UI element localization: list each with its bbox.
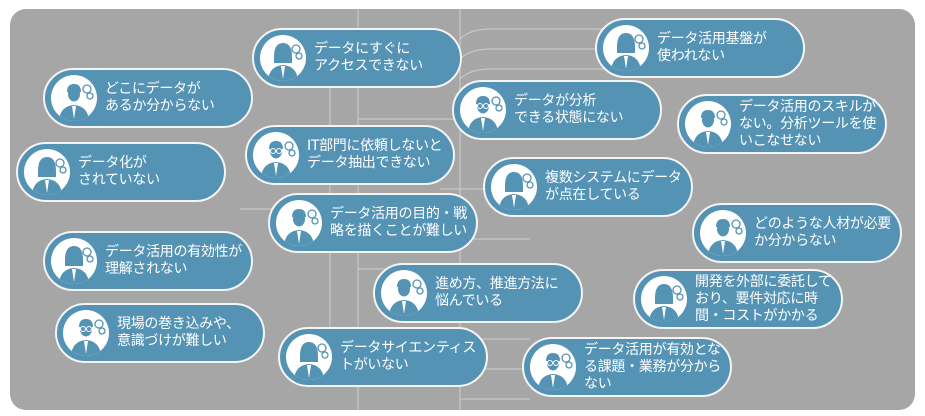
problem-bubble: データ化が されていない <box>16 142 226 202</box>
problem-bubble: 開発を外部に委託して おり、要件対応に時 間・コストがかかる <box>633 269 843 329</box>
worried-man-glasses-icon <box>253 132 299 178</box>
worried-woman-icon <box>641 276 687 322</box>
worried-woman-icon <box>260 35 306 81</box>
problem-text: データサイエンティス トがいない <box>340 340 477 373</box>
worried-man-icon <box>700 210 746 256</box>
problem-text: データ活用が有効とな る課題・業務が分から ない <box>584 341 721 392</box>
problem-bubble: データ活用が有効とな る課題・業務が分から ない <box>522 337 732 397</box>
worried-man-icon <box>381 270 427 316</box>
problem-text: データ活用の目的・戦 略を描くことが難しい <box>330 206 467 239</box>
problem-bubble: データ活用基盤が 使われない <box>595 18 805 78</box>
problem-text: どこにデータが あるか分からない <box>105 81 215 114</box>
problem-text: データ活用のスキルが ない。分析ツールを使 いこなせない <box>739 98 876 149</box>
problem-text: IT部門に依頼しないと データ抽出できない <box>307 138 443 171</box>
worried-man-icon <box>51 75 97 121</box>
problem-text: どのような人材が必要 か分からない <box>754 216 891 249</box>
problem-text: 現場の巻き込みや、 意識づけが難しい <box>117 316 240 349</box>
problem-text: データ化が されていない <box>78 155 160 188</box>
problem-bubble: どこにデータが あるか分からない <box>43 68 253 128</box>
problem-bubble: データにすぐに アクセスできない <box>252 28 462 88</box>
problem-bubble: 複数システムにデータ が点在している <box>483 157 693 217</box>
problem-bubble: データ活用の目的・戦 略を描くことが難しい <box>268 193 478 253</box>
problem-bubble: データサイエンティス トがいない <box>278 327 488 387</box>
worried-woman-icon <box>491 164 537 210</box>
worried-man-glasses-icon <box>530 344 576 390</box>
problem-text: データ活用基盤が 使われない <box>657 31 767 64</box>
problem-text: データが分析 できる状態にない <box>514 93 624 126</box>
problem-bubble: データ活用のスキルが ない。分析ツールを使 いこなせない <box>677 94 887 154</box>
problem-bubble: 進め方、推進方法に 悩んでいる <box>373 263 583 323</box>
problem-bubble: IT部門に依頼しないと データ抽出できない <box>245 125 455 185</box>
worried-man-icon <box>276 200 322 246</box>
worried-woman-icon <box>603 25 649 71</box>
worried-woman-icon <box>286 334 332 380</box>
problem-bubble: データが分析 できる状態にない <box>452 80 662 140</box>
worried-woman-icon <box>51 238 97 284</box>
worried-man-glasses-icon <box>63 310 109 356</box>
problem-text: 進め方、推進方法に 悩んでいる <box>435 276 559 309</box>
problem-text: データ活用の有効性が 理解されない <box>105 244 242 277</box>
problem-bubble: 現場の巻き込みや、 意識づけが難しい <box>55 303 265 363</box>
worried-man-glasses-icon <box>460 87 506 133</box>
problem-text: 開発を外部に委託して おり、要件対応に時 間・コストがかかる <box>695 273 832 324</box>
worried-man-icon <box>685 101 731 147</box>
problem-bubble: どのような人材が必要 か分からない <box>692 203 902 263</box>
problem-text: データにすぐに アクセスできない <box>314 41 423 74</box>
problem-text: 複数システムにデータ が点在している <box>545 170 682 203</box>
worried-woman-icon <box>24 149 70 195</box>
problem-bubble: データ活用の有効性が 理解されない <box>43 231 253 291</box>
